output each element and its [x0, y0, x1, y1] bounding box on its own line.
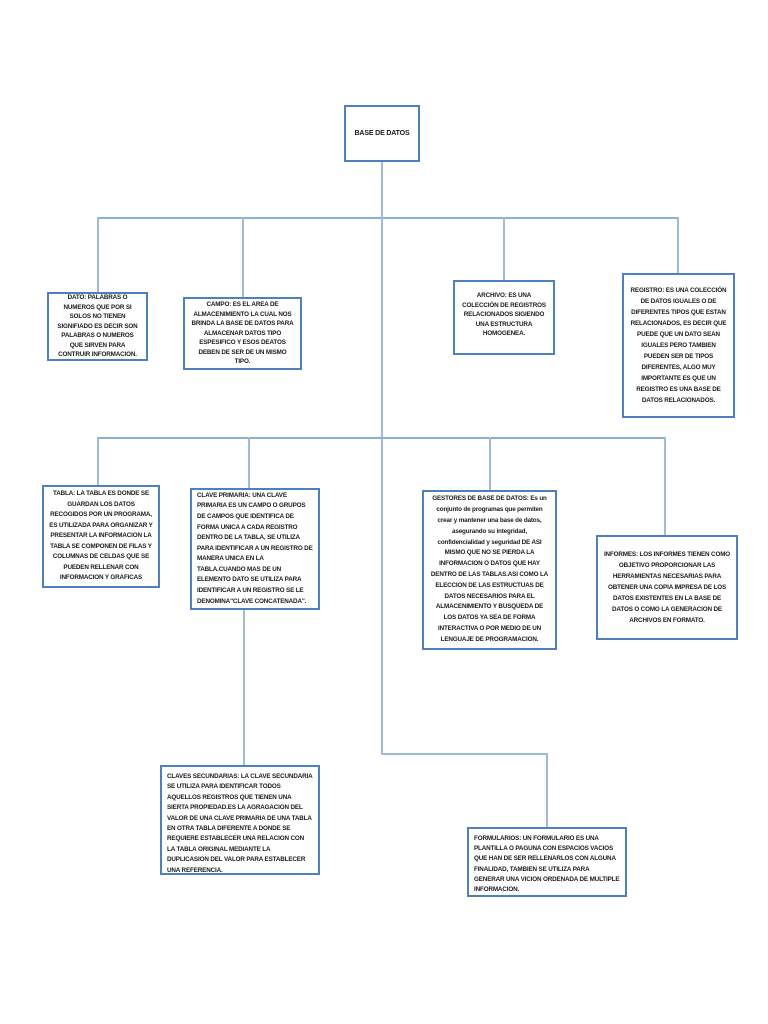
connector-trunk2-to-clave-primaria — [248, 437, 250, 488]
node-informes: INFORMES: LOS INFORMES TIENEN COMO OBJET… — [596, 535, 738, 640]
node-informes-text: INFORMES: LOS INFORMES TIENEN COMO OBJET… — [603, 551, 731, 624]
connector-drop-to-formularios — [546, 753, 548, 827]
node-registro: REGISTRO: ES UNA COLECCIÓN DE DATOS IGUA… — [622, 273, 735, 418]
node-clave-primaria-text: CLAVE PRIMARIA: UNA CLAVE PRIMARIA ES UN… — [197, 491, 313, 605]
connector-trunk1-to-registro — [677, 217, 679, 273]
node-tabla-text: TABLA: LA TABLA ES DONDE SE GUARDAN LOS … — [49, 490, 153, 582]
node-tabla: TABLA: LA TABLA ES DONDE SE GUARDAN LOS … — [42, 485, 160, 588]
node-gestores-text: GESTORES DE BASE DE DATOS: Es un conjunt… — [430, 495, 549, 643]
node-base-de-datos: BASE DE DATOS — [344, 105, 420, 162]
node-formularios-text: FORMULARIOS: UN FORMULARIO ES UNA PLANTI… — [474, 835, 620, 894]
node-dato-text: DATO: PALABRAS O NUMEROS QUE POR SI SOLO… — [57, 293, 138, 359]
node-base-de-datos-label: BASE DE DATOS — [354, 129, 410, 137]
connector-root-to-trunk1 — [381, 162, 383, 218]
connector-trunk-level2 — [97, 437, 665, 439]
connector-trunk2-to-gestores — [489, 437, 491, 490]
connector-trunk2-to-informes — [664, 437, 666, 535]
node-campo: CAMPO: ES EL AREA DE ALMACENIMIENTO LA C… — [183, 297, 302, 370]
connector-trunk1-to-archivo — [503, 217, 505, 280]
node-registro-text: REGISTRO: ES UNA COLECCIÓN DE DATOS IGUA… — [630, 287, 727, 404]
node-archivo: ARCHIVO: ES UNA COLECCIÓN DE REGISTROS R… — [453, 280, 555, 355]
connector-elbow-to-formularios — [381, 753, 547, 755]
node-archivo-text: ARCHIVO: ES UNA COLECCIÓN DE REGISTROS R… — [462, 292, 546, 338]
connector-trunk-level1 — [97, 217, 679, 219]
node-formularios: FORMULARIOS: UN FORMULARIO ES UNA PLANTI… — [467, 827, 627, 897]
node-clave-primaria: CLAVE PRIMARIA: UNA CLAVE PRIMARIA ES UN… — [190, 488, 320, 610]
node-claves-secundarias-text: CLAVES SECUNDARIAS: LA CLAVE SECUNDARIA … — [167, 773, 313, 874]
node-gestores-de-base-de-datos: GESTORES DE BASE DE DATOS: Es un conjunt… — [422, 490, 557, 650]
connector-mid-vertical — [381, 217, 383, 754]
connector-clave-to-claves-secundarias — [243, 610, 245, 765]
connector-trunk1-to-campo — [242, 217, 244, 297]
connector-trunk1-to-dato — [97, 217, 99, 292]
node-dato: DATO: PALABRAS O NUMEROS QUE POR SI SOLO… — [47, 292, 148, 361]
node-claves-secundarias: CLAVES SECUNDARIAS: LA CLAVE SECUNDARIA … — [160, 765, 320, 875]
connector-trunk2-to-tabla — [97, 437, 99, 485]
node-campo-text: CAMPO: ES EL AREA DE ALMACENIMIENTO LA C… — [191, 300, 294, 366]
